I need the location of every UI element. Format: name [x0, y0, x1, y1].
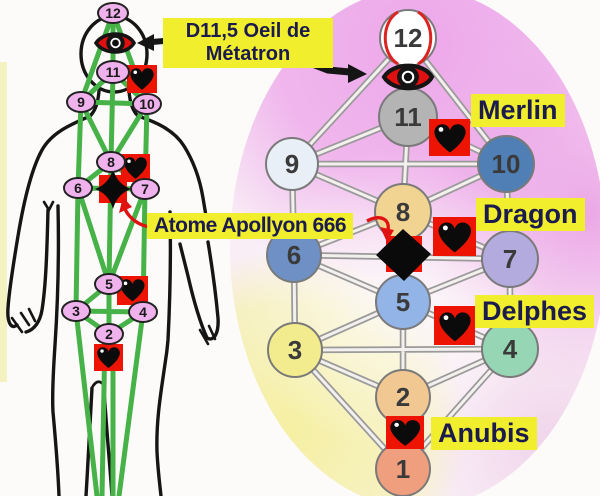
- node-number: 2: [105, 326, 113, 342]
- node-number: 6: [74, 180, 82, 196]
- right-arm-outer-upper: [136, 114, 208, 218]
- tree-node-3: 3: [267, 322, 323, 378]
- arrow-to-right-eye-head: [348, 64, 367, 83]
- body-node-10: 10: [132, 93, 162, 115]
- right-diamond-icon: [376, 229, 431, 281]
- metatron-label: D11,5 Oeil de Métatron: [163, 18, 333, 68]
- dragon-label: Dragon: [476, 198, 585, 232]
- node-number: 4: [503, 334, 518, 364]
- node-12-red-arc-right: [417, 10, 433, 66]
- node-number: 8: [396, 197, 410, 227]
- tree-node-12: 12: [379, 9, 437, 67]
- diamond-icon: [95, 169, 131, 209]
- body-node-11: 11: [96, 60, 130, 84]
- node-number: 7: [503, 244, 517, 274]
- tree-node-7: 7: [481, 230, 539, 288]
- red-arrow-right-head: [380, 227, 394, 242]
- right-hand-fingers: [198, 324, 217, 346]
- anubis-label: Anubis: [431, 417, 537, 451]
- metatron-label-line2: Métatron: [205, 43, 291, 65]
- diamond-icon: [376, 229, 431, 281]
- node-number: 10: [492, 149, 521, 179]
- node-number: 11: [106, 64, 121, 80]
- body-node-7: 7: [130, 178, 160, 200]
- tree-node-4: 4: [481, 320, 539, 378]
- right-heart-markers: [386, 119, 476, 449]
- left-eye-icon: [93, 32, 137, 54]
- body-node-9: 9: [66, 91, 96, 113]
- node-number: 7: [141, 181, 149, 197]
- node-number: 5: [105, 276, 113, 292]
- node-number: 8: [107, 154, 115, 170]
- node-number: 12: [394, 23, 423, 53]
- node-number: 10: [139, 96, 155, 112]
- node-number: 3: [72, 303, 80, 319]
- tree-node-5: 5: [375, 274, 431, 330]
- left-armpit-mark: [42, 200, 55, 212]
- right-tree: 12 11 9 10 8 6 7 5 3 4 2 1: [265, 9, 539, 496]
- body-node-3: 3: [61, 300, 91, 322]
- eye-pupil: [403, 72, 413, 82]
- arrow-to-left-eye-head: [137, 34, 154, 51]
- body-node-2: 2: [94, 323, 124, 345]
- tree-node-1: 1: [375, 441, 431, 496]
- left-nodes: 12 11 9 10 8 6 7 5 3 4 2: [61, 2, 162, 345]
- tree-node-9: 9: [265, 137, 319, 191]
- body-node-4: 4: [128, 301, 158, 323]
- node-number: 1: [396, 454, 410, 484]
- neck-left: [88, 89, 101, 118]
- right-nodes: 12 11 9 10 8 6 7 5 3 4 2 1: [265, 9, 539, 496]
- red-arrow-left-head: [119, 197, 132, 213]
- tree-node-10: 10: [477, 135, 535, 193]
- body-node-5: 5: [94, 273, 124, 295]
- node-12-red-arc-left: [383, 10, 399, 66]
- left-diamond-icon: [95, 169, 131, 209]
- torso-left-leg-outer: [50, 204, 61, 496]
- merlin-label: Merlin: [471, 94, 565, 128]
- metatron-label-line1: D11,5 Oeil de: [185, 20, 311, 42]
- torso-right-leg-outer: [155, 210, 173, 496]
- left-arm-inner: [24, 208, 50, 334]
- left-hand-fingers: [10, 307, 37, 334]
- node-number: 9: [77, 94, 85, 110]
- node-number: 5: [396, 287, 410, 317]
- node-number: 4: [139, 304, 147, 320]
- left-heart-markers: [94, 65, 157, 371]
- tree-node-6: 6: [266, 227, 322, 283]
- body-node-6: 6: [63, 177, 93, 199]
- left-arm-outer: [6, 114, 92, 329]
- delphes-label: Delphes: [475, 295, 595, 329]
- tree-node-2: 2: [375, 369, 431, 425]
- eye-pupil: [112, 39, 119, 47]
- left-edge-yellow-band: [0, 62, 7, 382]
- apollyon-label: Atome Apollyon 666: [147, 213, 354, 240]
- red-arrows: [119, 197, 394, 242]
- tree-node-11: 11: [378, 87, 438, 147]
- left-body-figure: 12 11 9 10 8 6 7 5 3 4 2: [6, 2, 220, 496]
- node-number: 3: [288, 335, 302, 365]
- node-number: 12: [105, 5, 121, 21]
- body-node-12: 12: [97, 2, 129, 24]
- node-number: 2: [396, 382, 410, 412]
- node-number: 11: [394, 102, 422, 132]
- red-arrow-right-shaft: [366, 216, 390, 231]
- node-number: 9: [285, 149, 299, 179]
- right-arm-inner: [178, 242, 209, 340]
- right-eye-icon: [381, 63, 435, 91]
- body-node-8: 8: [96, 151, 126, 173]
- node-number: 6: [287, 240, 301, 270]
- right-arm-outer-lower: [205, 240, 220, 341]
